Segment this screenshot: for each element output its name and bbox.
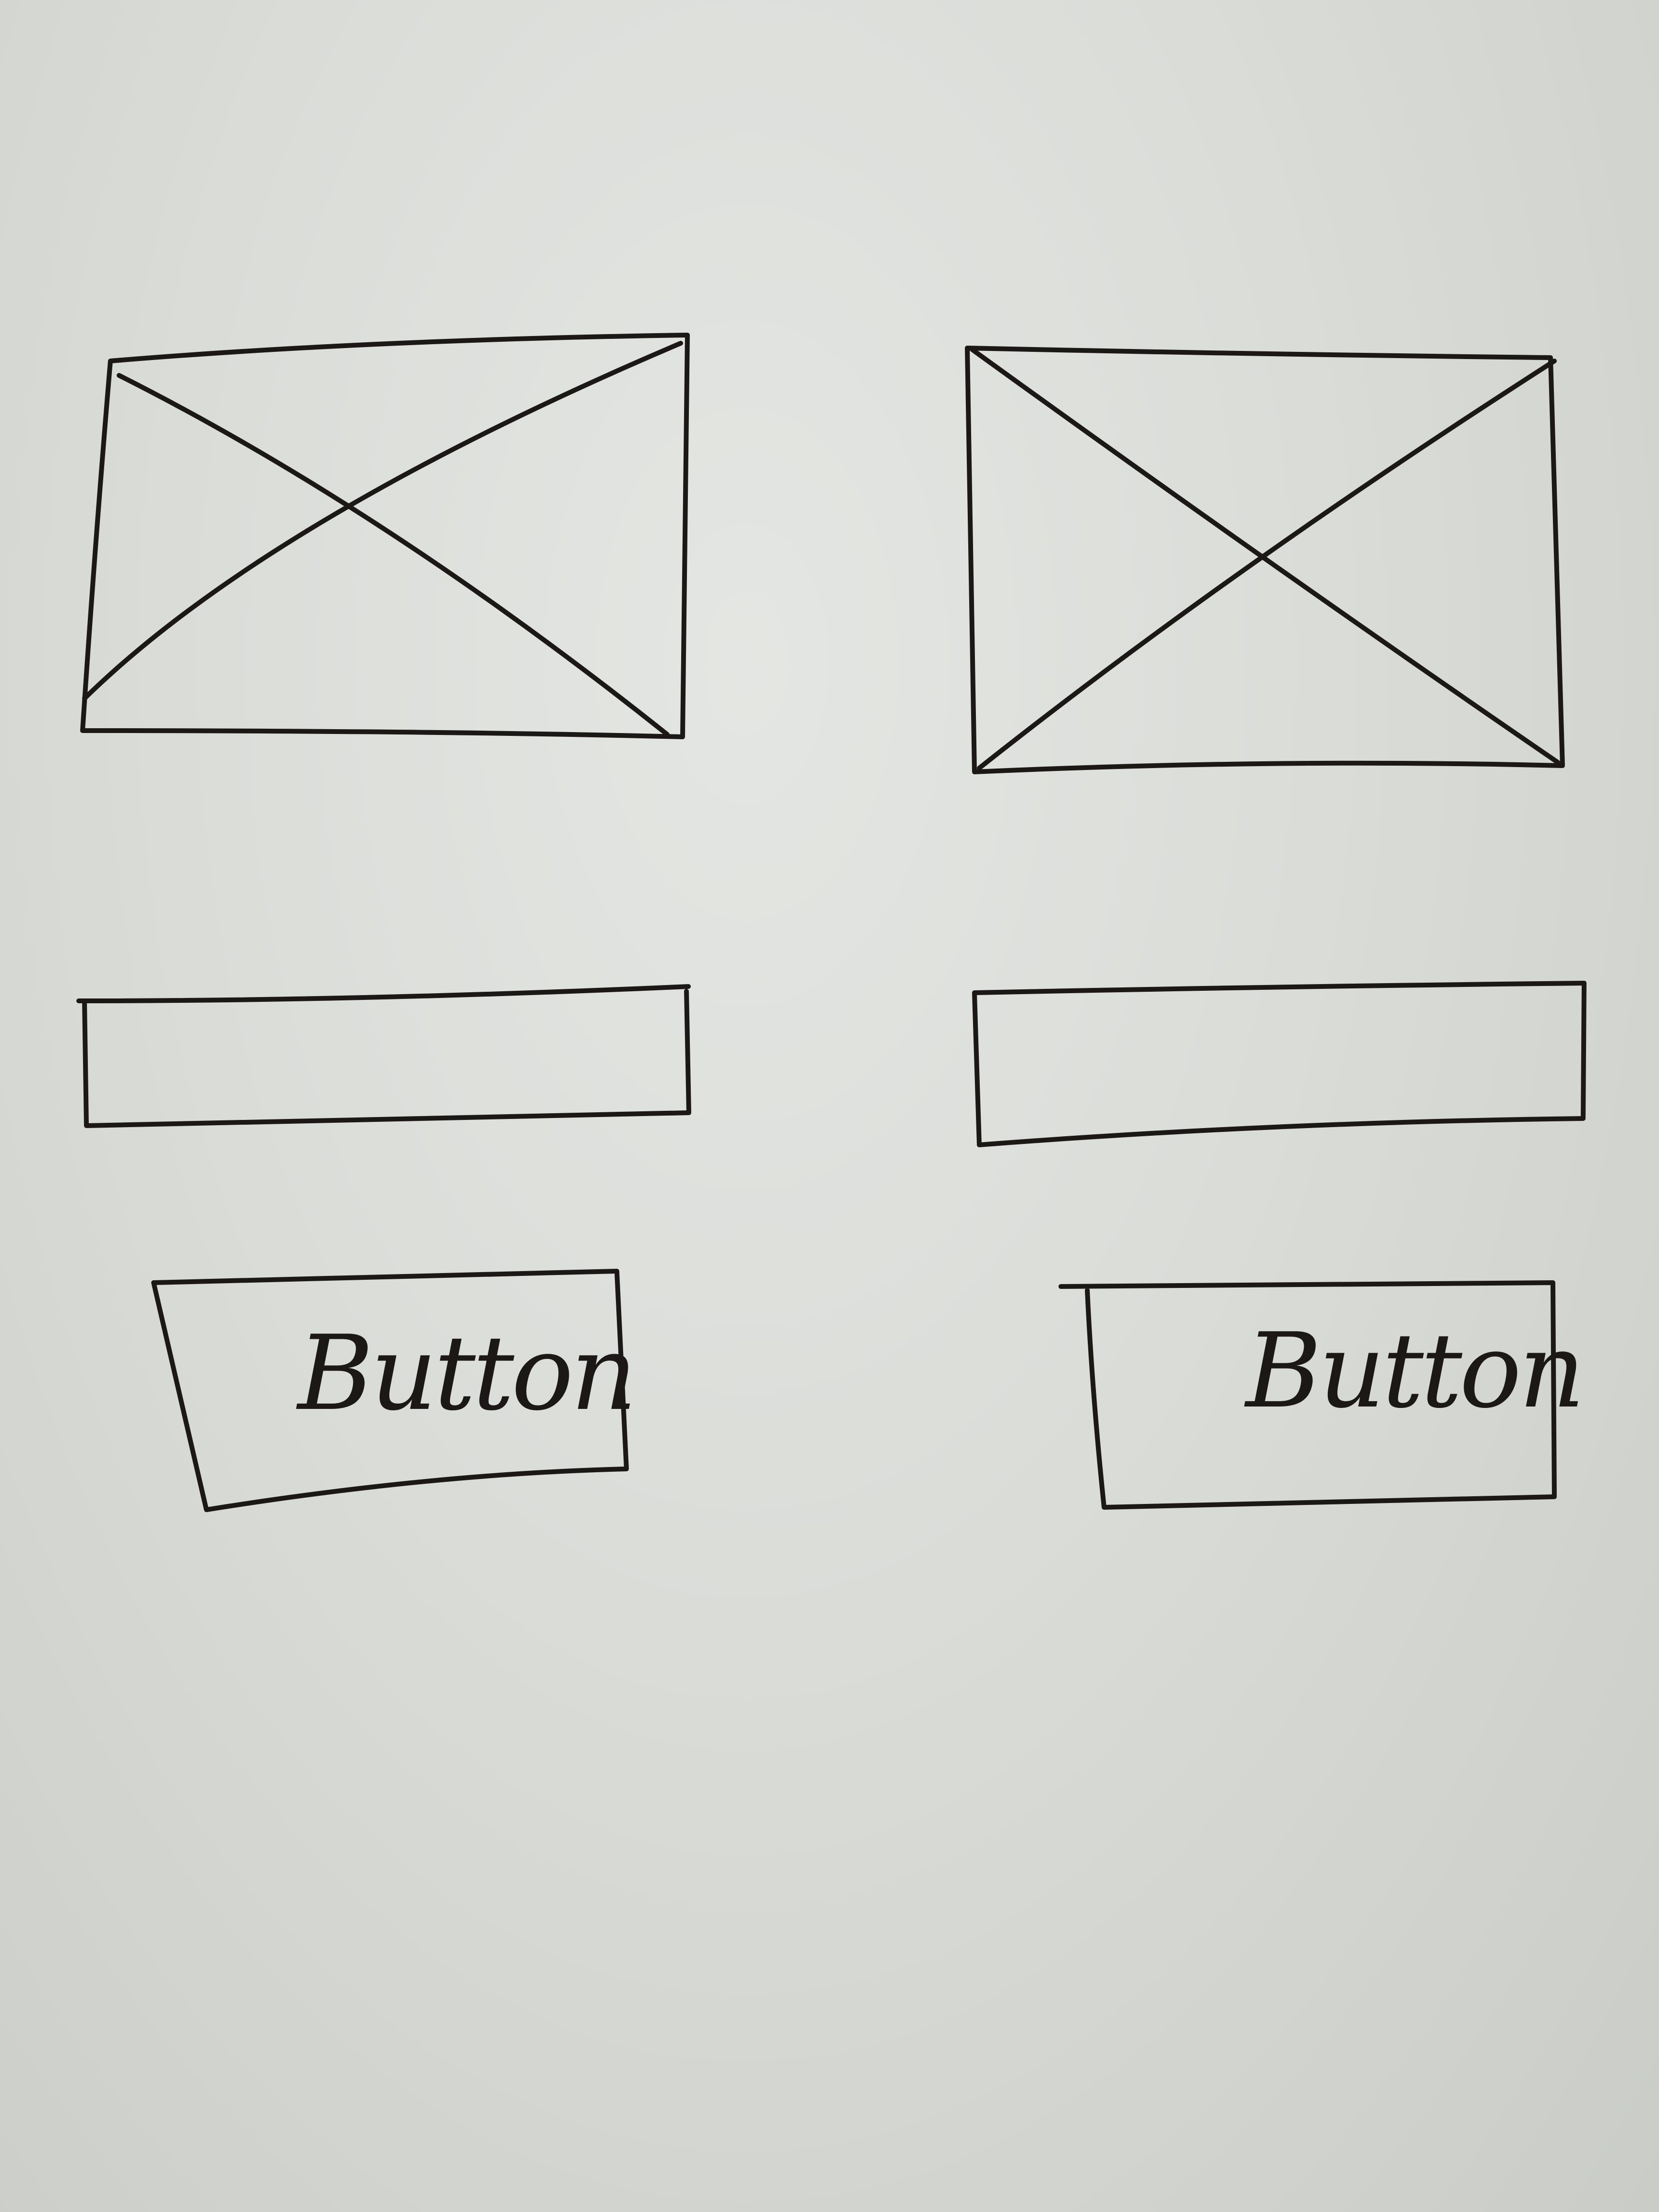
- image-placeholder-frame: [965, 346, 1565, 774]
- button-frame: [151, 1269, 629, 1512]
- button-label: Button: [296, 1313, 634, 1433]
- image-placeholder-x-diagonal: [970, 347, 1560, 765]
- button-label: Button: [1244, 1310, 1582, 1431]
- button-left[interactable]: Button: [151, 1269, 637, 1512]
- image-placeholder-frame: [80, 333, 690, 739]
- image-placeholder-x-diagonal: [117, 373, 670, 737]
- image-placeholder-x-diagonal: [977, 359, 1557, 770]
- image-placeholder-x-diagonal: [82, 341, 683, 701]
- text-field-right[interactable]: [972, 981, 1587, 1147]
- image-placeholder-left: [80, 333, 690, 739]
- text-field-left[interactable]: [76, 984, 691, 1128]
- button-right[interactable]: Button: [1058, 1280, 1585, 1510]
- button-frame: [1058, 1280, 1557, 1510]
- text-field-frame: [76, 984, 691, 1128]
- text-field-frame: [972, 981, 1587, 1147]
- image-placeholder-right: [965, 346, 1565, 774]
